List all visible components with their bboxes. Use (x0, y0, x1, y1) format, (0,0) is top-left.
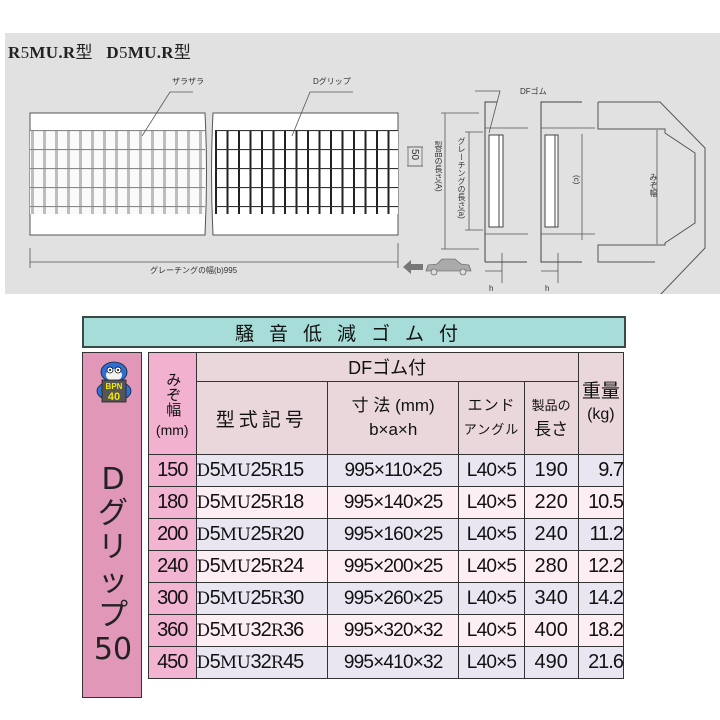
cell-model: D5MU25R24 (195, 550, 328, 583)
cell-model: D5MU32R45 (195, 646, 328, 679)
cell-dimensions: 995×160×25 (326, 518, 460, 551)
label-grating-length: グレーチングの長さ(a) (457, 137, 466, 219)
header-model: 型式記号 (195, 381, 328, 455)
table-row: 150 D5MU25R15 995×110×25 L40×5 190 9.7 (148, 454, 624, 487)
svg-text:BPN: BPN (106, 382, 123, 391)
cell-dimensions: 995×110×25 (326, 454, 460, 487)
header-dimensions: 寸 法 (mm)b×a×h (326, 381, 460, 455)
cell-model: D5MU25R18 (195, 486, 328, 519)
label-zarazara: ザラザラ (172, 77, 204, 86)
table-row: 200 D5MU25R20 995×160×25 L40×5 240 11.2 (148, 518, 624, 551)
cell-weight: 10.5 (577, 486, 624, 519)
cell-width: 150 (148, 454, 197, 487)
label-mizohaba: みぞ幅 (649, 173, 658, 197)
technical-drawing (29, 90, 706, 294)
cell-model: D5MU25R15 (195, 454, 328, 487)
cell-weight: 21.6 (577, 646, 624, 679)
label-product-length: 製品の長さ(A) (434, 141, 443, 192)
cell-end-angle: L40×5 (458, 518, 525, 551)
cell-width: 180 (148, 486, 197, 519)
cell-weight: 11.2 (577, 518, 624, 551)
cell-dimensions: 995×410×32 (326, 646, 460, 679)
table-row: 180 D5MU25R18 995×140×25 L40×5 220 10.5 (148, 486, 624, 519)
cell-dimensions: 995×140×25 (326, 486, 460, 519)
cell-end-angle: L40×5 (458, 550, 525, 583)
direction-arrow-icon (403, 260, 423, 274)
cell-end-angle: L40×5 (458, 486, 525, 519)
cell-dimensions: 995×260×25 (326, 582, 460, 615)
cell-dimensions: 995×200×25 (326, 550, 460, 583)
label-c: (c) (572, 175, 581, 185)
cell-product-length: 400 (523, 614, 579, 647)
label-h-1: h (489, 284, 494, 293)
header-end-angle: エンドアングル (458, 381, 525, 455)
label-dfgomu: DFゴム (520, 87, 547, 96)
cell-product-length: 490 (523, 646, 579, 679)
table-row: 300 D5MU25R30 995×260×25 L40×5 340 14.2 (148, 582, 624, 615)
cell-product-length: 240 (523, 518, 579, 551)
header-dfgomu-group: DFゴム付 (195, 352, 579, 382)
cell-dimensions: 995×320×32 (326, 614, 460, 647)
table-row: 240 D5MU25R24 995×200×25 L40×5 280 12.2 (148, 550, 624, 583)
cell-width: 360 (148, 614, 197, 647)
cell-model: D5MU25R20 (195, 518, 328, 551)
cell-width: 200 (148, 518, 197, 551)
label-dgrip: Dグリップ (313, 77, 351, 86)
header-weight: 重量 (kg) (577, 352, 625, 455)
cell-end-angle: L40×5 (458, 454, 525, 487)
cell-weight: 12.2 (577, 550, 624, 583)
header-mizohaba: みぞ幅 (mm) (148, 352, 197, 455)
svg-text:40: 40 (108, 391, 120, 403)
label-pitch-50: 50 (409, 149, 420, 161)
cell-weight: 18.2 (577, 614, 624, 647)
car-icon (425, 258, 472, 276)
table-row: 360 D5MU32R36 995×320×32 L40×5 400 18.2 (148, 614, 624, 647)
cell-end-angle: L40×5 (458, 646, 525, 679)
header-product-length: 製品の長さ (523, 381, 579, 455)
spec-table: みぞ幅 (mm) DFゴム付 重量 (kg) 型式記号 寸 法 (mm)b×a×… (148, 352, 624, 679)
cell-model: D5MU32R36 (195, 614, 328, 647)
cell-end-angle: L40×5 (458, 582, 525, 615)
table-title: 騒音低減ゴム付 (82, 316, 626, 348)
cell-product-length: 340 (523, 582, 579, 615)
bpn40-mascot-icon: BPN 40 (96, 361, 132, 403)
diagram-title: R5MU.R型 D5MU.R型 (8, 43, 192, 62)
cell-width: 300 (148, 582, 197, 615)
cell-product-length: 220 (523, 486, 579, 519)
table-row: 450 D5MU32R45 995×410×32 L40×5 490 21.6 (148, 646, 624, 679)
cell-product-length: 190 (523, 454, 579, 487)
cell-width: 450 (148, 646, 197, 679)
cell-weight: 9.7 (577, 454, 624, 487)
label-grating-width: グレーチングの幅(b)995 (150, 266, 238, 275)
cell-width: 240 (148, 550, 197, 583)
grating-diagram: R5MU.R型 D5MU.R型 (5, 33, 720, 294)
cell-weight: 14.2 (577, 582, 624, 615)
cell-end-angle: L40×5 (458, 614, 525, 647)
label-h-2: h (545, 284, 550, 293)
cell-model: D5MU25R30 (195, 582, 328, 615)
cell-product-length: 280 (523, 550, 579, 583)
